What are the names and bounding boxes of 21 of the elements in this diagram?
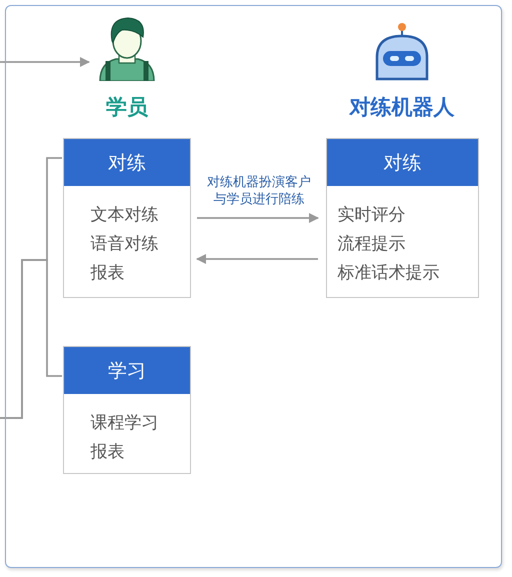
role-label: 学员 <box>106 94 148 121</box>
connector-line <box>0 259 62 419</box>
panel-frame <box>5 5 502 568</box>
role-label: 对练机器人 <box>350 94 454 121</box>
arrow <box>0 57 90 67</box>
arrow <box>197 213 319 223</box>
module-box <box>63 346 191 474</box>
list-item: 课程学习 <box>90 413 158 433</box>
module-box <box>326 138 479 298</box>
box-header: 学习 <box>64 347 190 394</box>
box-header: 对练 <box>327 139 478 186</box>
arrow <box>196 254 318 264</box>
list-item: 标准话术提示 <box>338 263 440 283</box>
module-box <box>63 138 191 298</box>
list-item: 语音对练 <box>90 234 158 254</box>
box-header: 对练 <box>64 139 190 186</box>
list-item: 实时评分 <box>338 205 406 225</box>
list-item: 报表 <box>90 442 124 462</box>
list-item: 报表 <box>90 263 124 283</box>
list-item: 文本对练 <box>90 205 158 225</box>
list-item: 流程提示 <box>338 234 406 254</box>
